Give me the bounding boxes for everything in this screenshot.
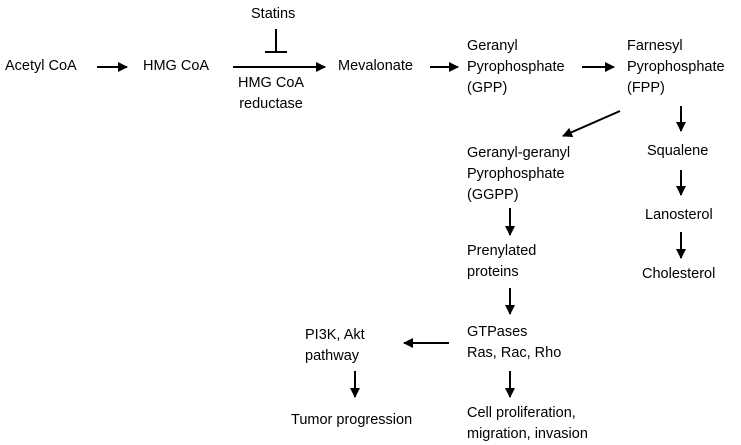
node-tumor-progression: Tumor progression — [291, 410, 412, 431]
node-cholesterol-line-1: Cholesterol — [642, 266, 716, 282]
node-lanosterol: Lanosterol — [645, 205, 713, 226]
node-fpp-line-3: (FPP) — [627, 80, 665, 96]
node-cell-proliferation-line-1: Cell proliferation, — [467, 405, 576, 421]
node-prenylated-proteins-line-2: proteins — [467, 264, 519, 280]
node-tumor-progression-line-1: Tumor progression — [291, 412, 413, 428]
node-gpp-line-3: (GPP) — [467, 80, 508, 96]
node-hmg-coa-reductase: HMG CoA reductase — [238, 73, 304, 115]
node-ggpp-line-1: Geranyl-geranyl — [467, 145, 571, 161]
node-lanosterol-line-1: Lanosterol — [645, 207, 713, 223]
node-statins-line-1: Statins — [251, 6, 296, 22]
node-gpp-line-1: Geranyl — [467, 38, 518, 54]
arrow-fpp-to-ggpp — [562, 110, 621, 137]
node-pi3k-akt: PI3K, Akt pathway — [305, 325, 365, 367]
node-acetyl-coa-line-1: Acetyl CoA — [5, 58, 77, 74]
node-acetyl-coa: Acetyl CoA — [5, 56, 77, 77]
node-fpp-line-1: Farnesyl — [627, 38, 683, 54]
node-hmg-coa-reductase-line-2: reductase — [239, 96, 303, 112]
node-fpp-line-2: Pyrophosphate — [627, 59, 725, 75]
node-cell-proliferation-line-2: migration, invasion — [467, 426, 588, 442]
node-mevalonate-line-1: Mevalonate — [338, 58, 413, 74]
node-gpp-line-2: Pyrophosphate — [467, 59, 565, 75]
node-hmg-coa-line-1: HMG CoA — [143, 58, 210, 74]
node-gtpases: GTPases Ras, Rac, Rho — [467, 322, 561, 364]
node-cholesterol: Cholesterol — [642, 264, 715, 285]
node-squalene: Squalene — [647, 141, 708, 162]
node-ggpp-line-3: (GGPP) — [467, 187, 519, 203]
node-prenylated-proteins: Prenylated proteins — [467, 241, 536, 283]
node-pi3k-akt-line-1: PI3K, Akt — [305, 327, 365, 343]
node-ggpp: Geranyl-geranyl Pyrophosphate (GGPP) — [467, 143, 570, 206]
node-hmg-coa: HMG CoA — [143, 56, 209, 77]
node-gpp: Geranyl Pyrophosphate (GPP) — [467, 36, 565, 99]
node-cell-proliferation: Cell proliferation, migration, invasion — [467, 403, 588, 445]
node-squalene-line-1: Squalene — [647, 143, 709, 159]
node-ggpp-line-2: Pyrophosphate — [467, 166, 565, 182]
node-gtpases-line-1: GTPases — [467, 324, 528, 340]
node-statins: Statins — [251, 4, 295, 25]
node-fpp: Farnesyl Pyrophosphate (FPP) — [627, 36, 725, 99]
node-gtpases-line-2: Ras, Rac, Rho — [467, 345, 562, 361]
node-mevalonate: Mevalonate — [338, 56, 413, 77]
node-pi3k-akt-line-2: pathway — [305, 348, 360, 364]
node-hmg-coa-reductase-line-1: HMG CoA — [238, 75, 305, 91]
node-prenylated-proteins-line-1: Prenylated — [467, 243, 537, 259]
